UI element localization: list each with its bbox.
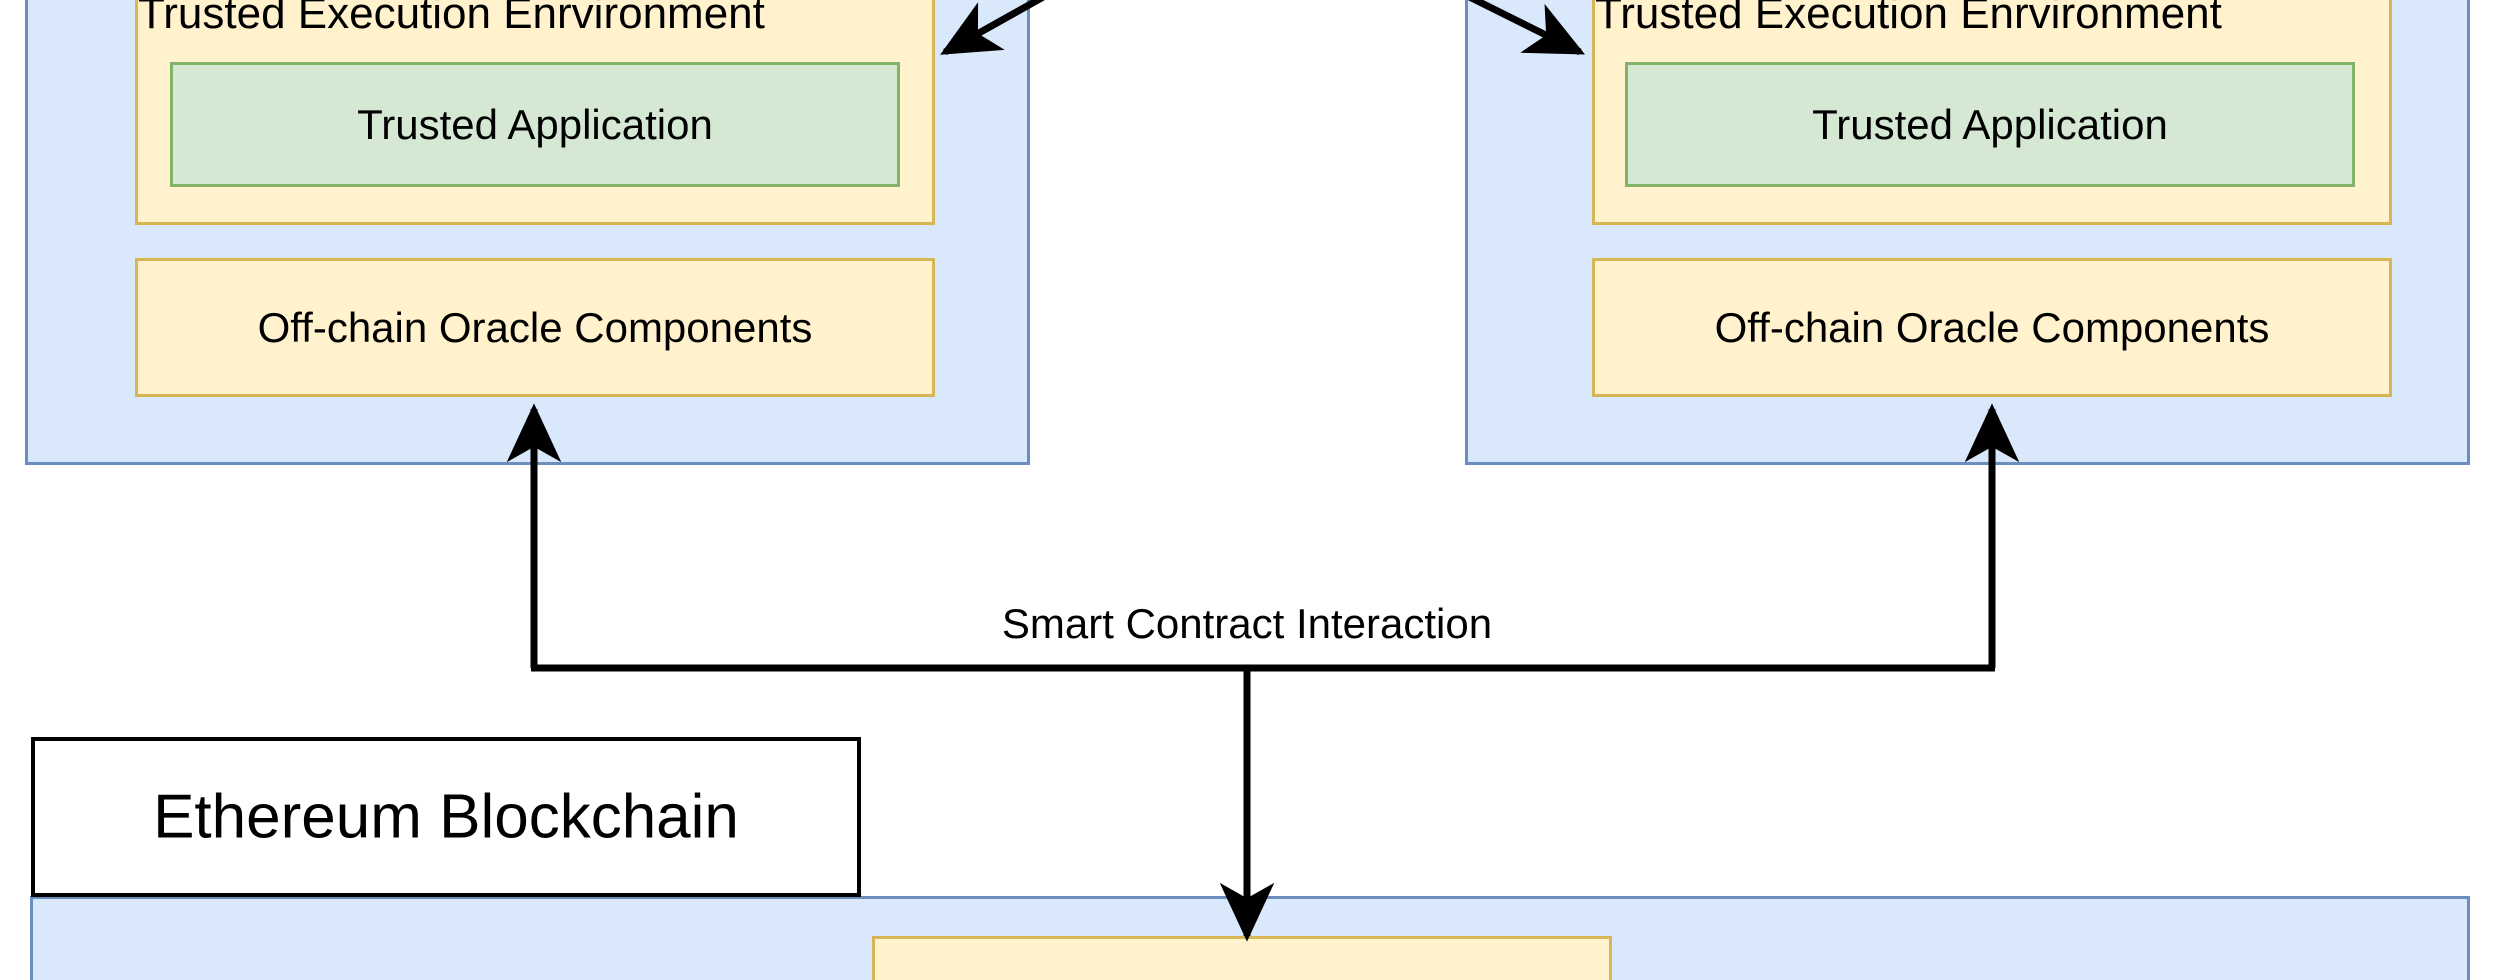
ethereum-blockchain-label: Ethereum Blockchain [153,782,739,852]
right-tee-title: Trusted Execution Enrvironment [1595,0,2222,38]
right-offchain-oracle-components-label: Off-chain Oracle Components [1714,303,2270,351]
left-trusted-application-box: Trusted Application [170,62,900,187]
left-trusted-application-label: Trusted Application [357,100,713,148]
onchain-contract-box [872,936,1612,980]
ethereum-blockchain-label-box: Ethereum Blockchain [31,737,861,897]
left-tee-title: Trusted Execution Enrvironment [138,0,765,38]
right-trusted-application-box: Trusted Application [1625,62,2355,187]
right-offchain-oracle-components-box: Off-chain Oracle Components [1592,258,2392,397]
left-offchain-oracle-components-label: Off-chain Oracle Components [257,303,813,351]
smart-contract-interaction-label: Smart Contract Interaction [1001,600,1493,647]
left-offchain-oracle-components-box: Off-chain Oracle Components [135,258,935,397]
right-trusted-application-label: Trusted Application [1812,100,2168,148]
